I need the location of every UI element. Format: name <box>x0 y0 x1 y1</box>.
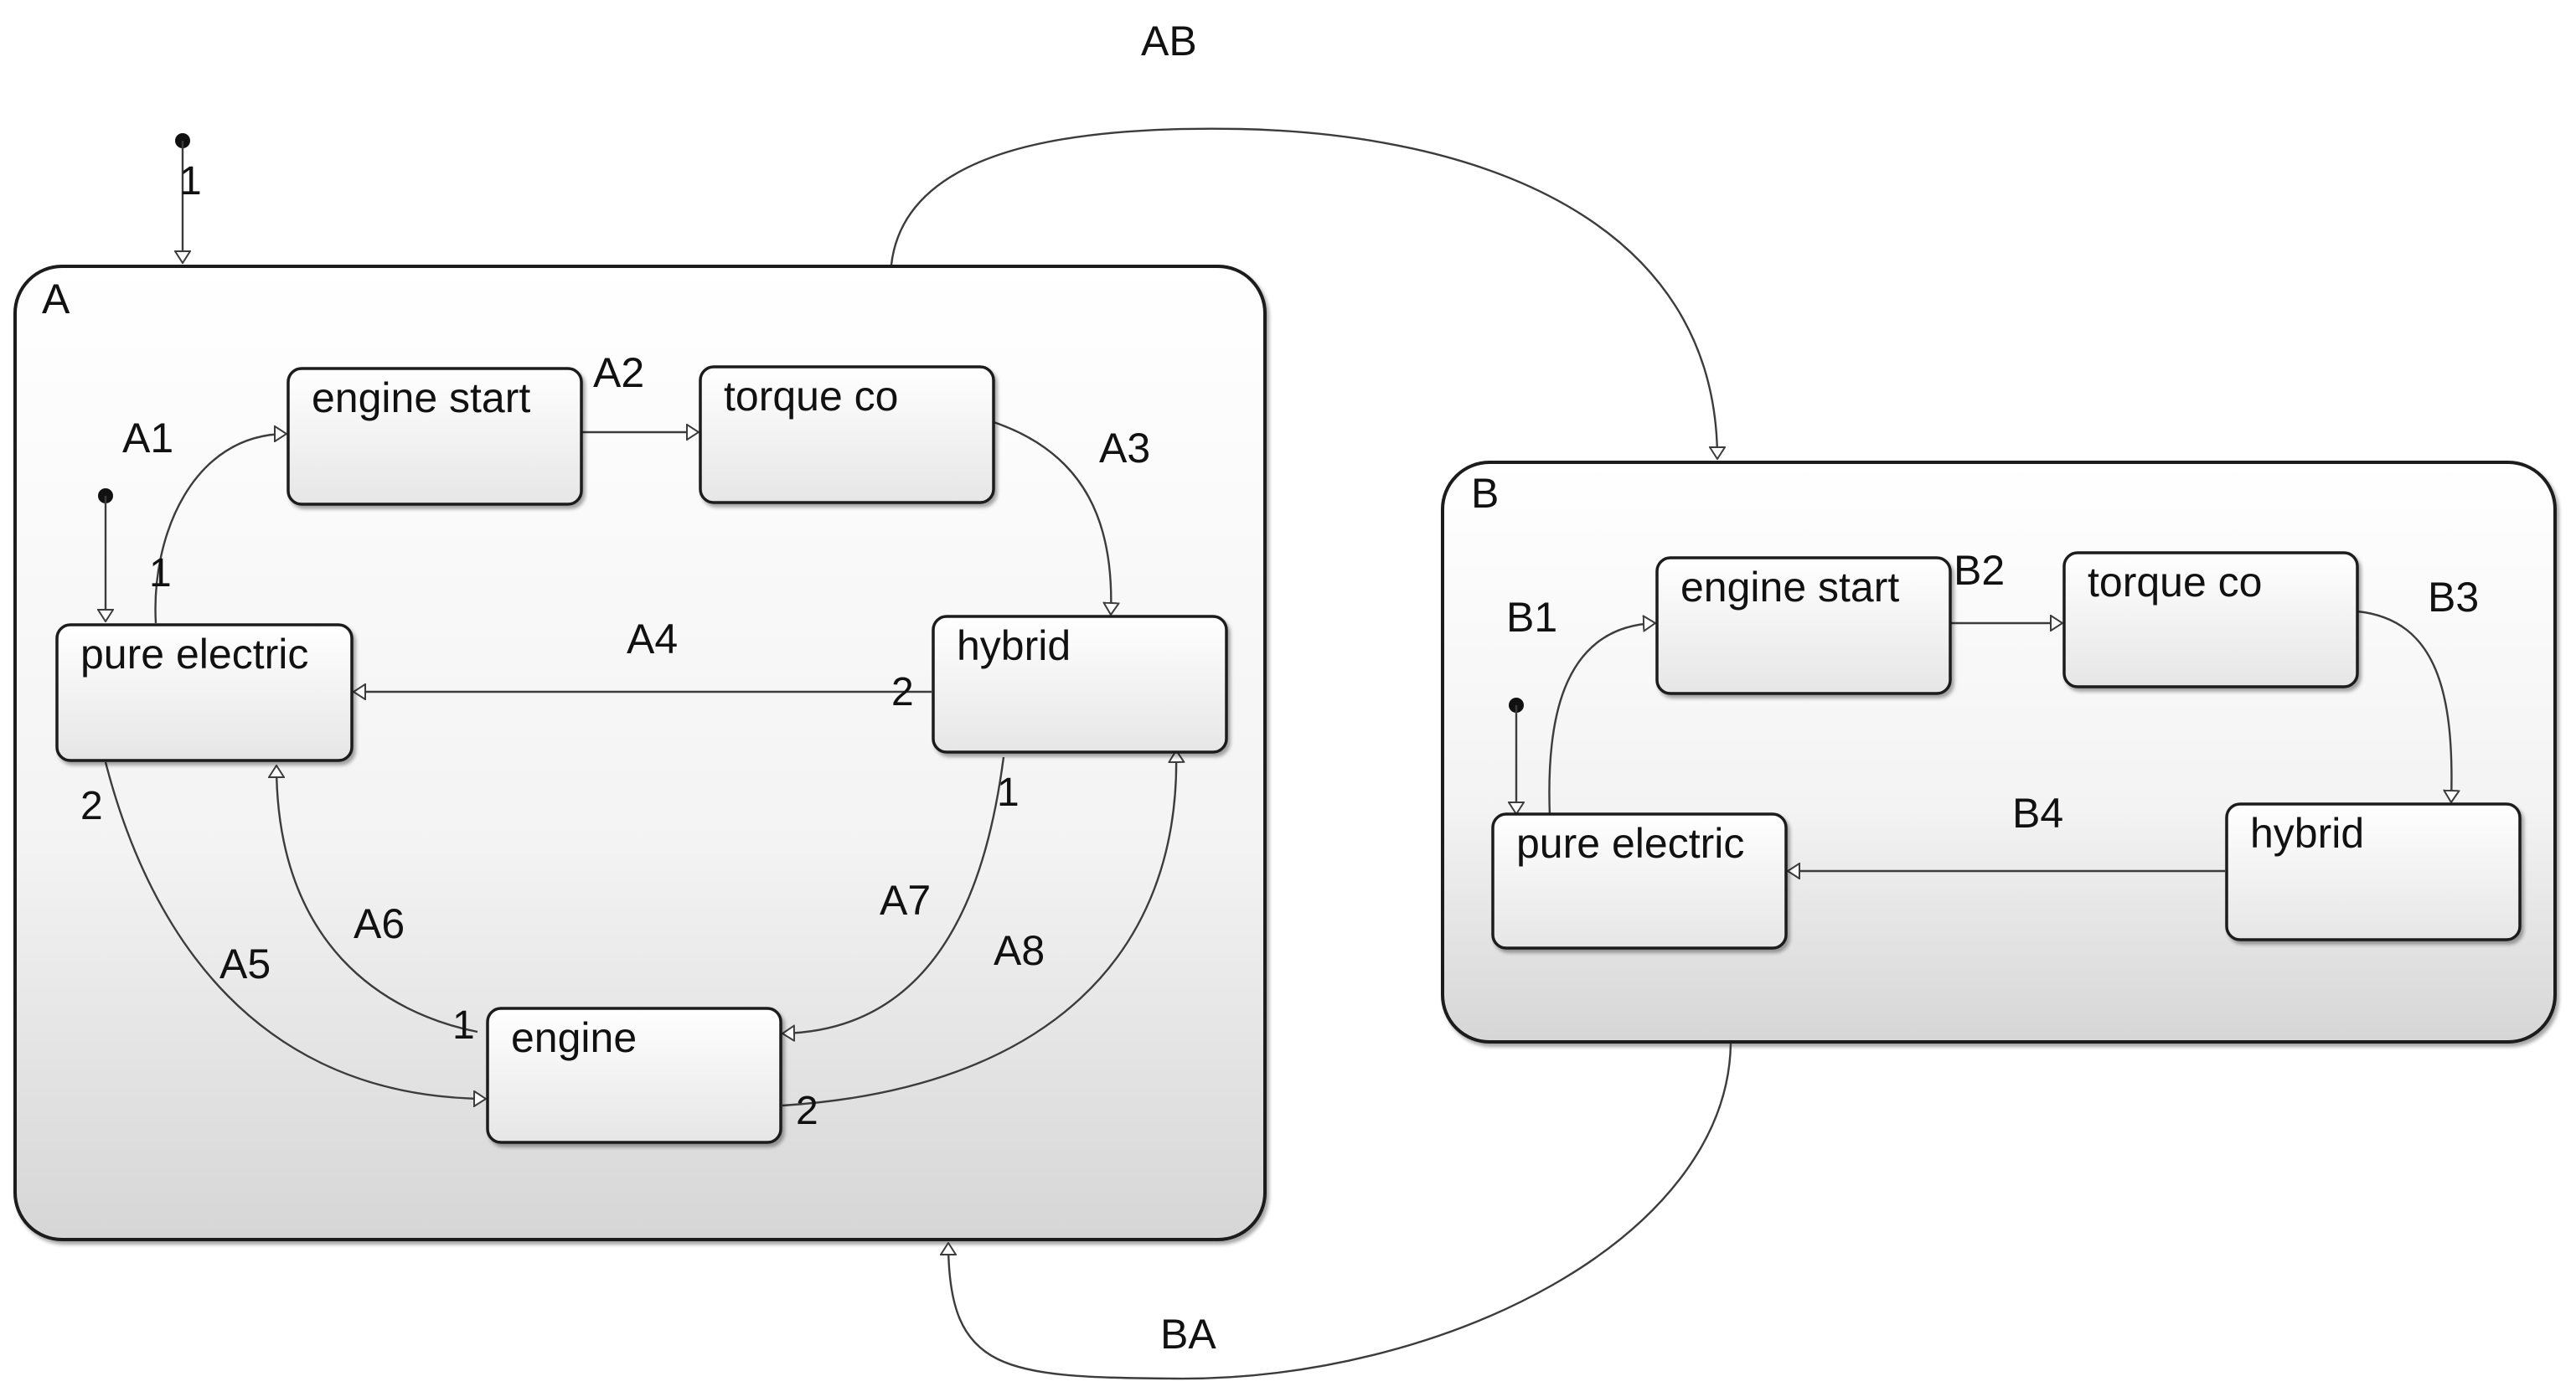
transition-a1-label: A1 <box>122 415 173 461</box>
transition-a3[interactable]: A3 <box>988 419 1150 615</box>
default-transition-top[interactable]: 1 <box>175 133 202 263</box>
transition-ab[interactable]: AB <box>890 18 1717 459</box>
state-a-engine[interactable]: engine <box>486 1007 782 1144</box>
state-label: torque co <box>724 373 898 420</box>
transition-a7[interactable]: A7 1 <box>782 756 1020 1034</box>
transition-b3[interactable]: B3 <box>2357 574 2479 802</box>
state-label: engine <box>511 1014 637 1061</box>
state-label: pure electric <box>80 631 308 678</box>
transition-ba[interactable]: BA <box>948 1043 1732 1380</box>
transition-b4-label: B4 <box>2012 790 2063 837</box>
state-a-torque[interactable]: torque co <box>699 365 995 504</box>
state-label: engine start <box>312 374 530 421</box>
transition-order-label: 1 <box>179 159 202 204</box>
transition-a4-label: A4 <box>627 616 678 662</box>
transition-a8-label: A8 <box>994 927 1045 974</box>
transition-b1[interactable]: B1 <box>1506 594 1655 817</box>
transition-a8[interactable]: A8 2 <box>782 750 1176 1133</box>
state-label: hybrid <box>957 622 1071 669</box>
state-a-engine-start[interactable]: engine start <box>287 367 583 506</box>
transition-b2[interactable]: B2 <box>1950 547 2062 623</box>
transition-order-label: 1 <box>452 1003 475 1048</box>
transition-b2-label: B2 <box>1954 547 2005 594</box>
transition-a6[interactable]: A6 1 <box>276 766 478 1048</box>
transition-b3-label: B3 <box>2428 574 2479 621</box>
state-label: torque co <box>2088 559 2262 606</box>
transition-a2-label: A2 <box>593 349 644 396</box>
transition-a3-label: A3 <box>1099 425 1150 472</box>
transition-a2[interactable]: A2 <box>581 349 699 432</box>
transition-a7-label: A7 <box>880 877 931 924</box>
transition-a1[interactable]: A1 1 <box>122 415 287 624</box>
state-b-hybrid[interactable]: hybrid <box>2225 802 2522 941</box>
transition-order-label: 2 <box>80 784 103 828</box>
transition-a4[interactable]: A4 2 <box>354 616 932 714</box>
default-transition-b[interactable] <box>1509 698 1524 814</box>
state-a-hybrid[interactable]: hybrid <box>932 615 1228 754</box>
state-b-torque[interactable]: torque co <box>2062 551 2359 688</box>
transition-b1-label: B1 <box>1506 594 1557 641</box>
transition-a5[interactable]: A5 2 <box>80 761 486 1099</box>
default-transition-a[interactable] <box>98 488 113 621</box>
transition-ba-label: BA <box>1160 1311 1216 1358</box>
state-a-pure-electric[interactable]: pure electric <box>55 623 354 762</box>
superstate-a-label: A <box>42 276 70 322</box>
transition-ab-label: AB <box>1141 18 1197 64</box>
superstate-a[interactable]: A <box>13 265 1267 1241</box>
transition-order-label: 1 <box>149 551 172 595</box>
superstate-b-label: B <box>1471 470 1499 517</box>
state-label: pure electric <box>1516 820 1744 867</box>
transition-a5-label: A5 <box>219 941 271 987</box>
transition-order-label: 1 <box>997 771 1020 815</box>
transition-order-label: 2 <box>796 1089 818 1133</box>
state-label: hybrid <box>2250 810 2364 857</box>
transition-b4[interactable]: B4 <box>1788 790 2225 871</box>
state-b-engine-start[interactable]: engine start <box>1655 556 1952 695</box>
transition-a6-label: A6 <box>354 900 405 947</box>
transition-order-label: 2 <box>891 670 914 714</box>
state-b-pure-electric[interactable]: pure electric <box>1491 812 1788 950</box>
state-label: engine start <box>1680 564 1899 611</box>
